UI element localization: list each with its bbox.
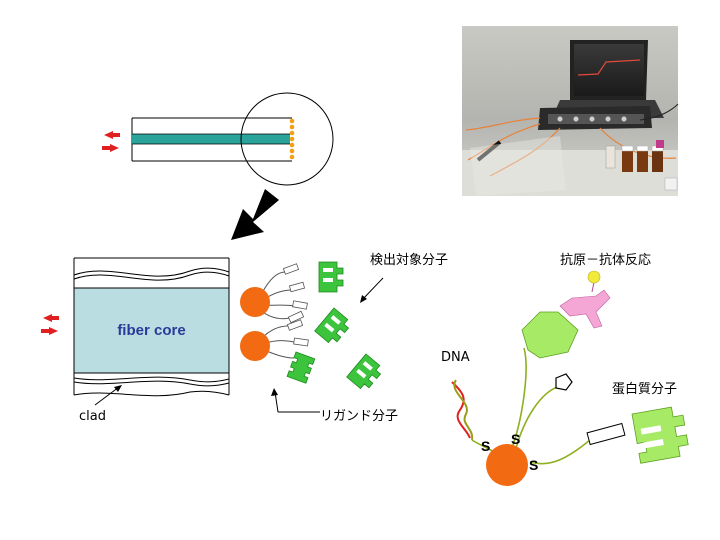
protein-molecule-label: 蛋白質分子 [612, 382, 678, 397]
fiber-core-label: fiber core [117, 322, 186, 339]
protein-molecule [631, 406, 689, 464]
bound-molecule [286, 351, 316, 384]
clad-label: clad [79, 409, 106, 424]
ligand-molecule-label: リガンド分子 [320, 409, 399, 424]
red-arrow-icon [110, 144, 119, 152]
fiber-zoom [41, 257, 230, 406]
zoom-arrow-icon [231, 189, 279, 240]
ligand-pointer [271, 388, 320, 413]
red-arrow-icon [49, 327, 58, 335]
red-arrow-icon [43, 314, 52, 322]
gold-nanoparticle [240, 287, 270, 317]
fiber-overview [102, 92, 334, 186]
device-photo [462, 26, 679, 196]
functionalized-particle [451, 270, 689, 486]
red-arrow-icon [104, 131, 113, 139]
target-molecule-label: 検出対象分子 [370, 253, 449, 268]
ligand-particles [240, 263, 316, 384]
sulfur-label-3: S [529, 457, 539, 473]
gold-nanoparticle [240, 331, 270, 361]
sulfur-label-1: S [481, 438, 491, 454]
sulfur-label-2: S [511, 431, 521, 447]
gold-nanoparticle [486, 444, 528, 486]
antibody-group [521, 270, 611, 359]
dna-label: DNA [441, 350, 470, 365]
antigen-antibody-label: 抗原－抗体反応 [560, 253, 652, 268]
target-molecules [314, 261, 384, 390]
